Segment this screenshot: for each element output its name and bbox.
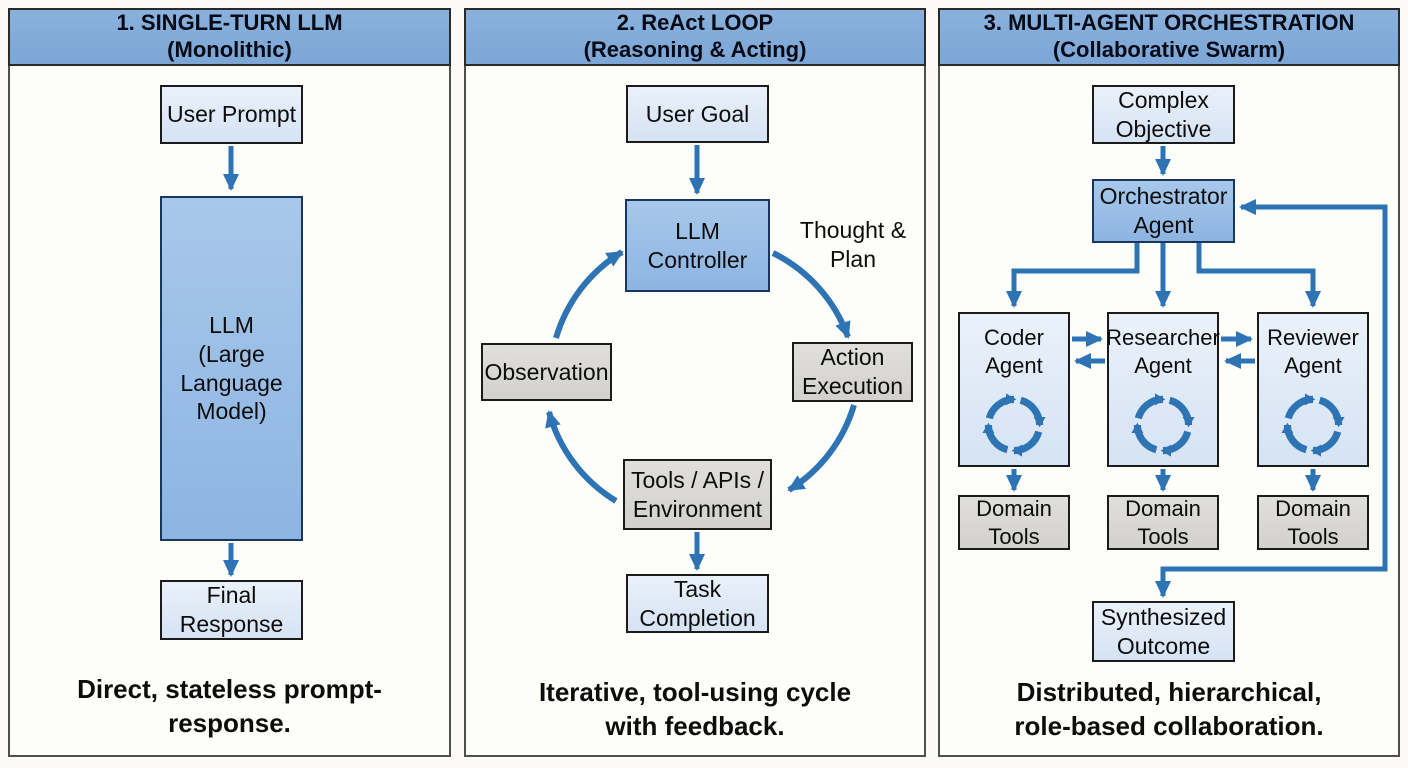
node-user-goal: User Goal bbox=[626, 85, 769, 143]
cycle-arrows-icon bbox=[1271, 385, 1355, 465]
panel-title-single-turn: 1. SINGLE-TURN LLM (Monolithic) bbox=[8, 8, 451, 66]
node-domain-tools-reviewer: Domain Tools bbox=[1257, 495, 1369, 550]
node-orchestrator-agent: Orchestrator Agent bbox=[1092, 179, 1235, 243]
node-reviewer-agent: Reviewer Agent bbox=[1257, 312, 1369, 467]
node-user-prompt: User Prompt bbox=[160, 85, 303, 144]
node-domain-tools-researcher: Domain Tools bbox=[1107, 495, 1219, 550]
panel-title-multi-agent: 3. MULTI-AGENT ORCHESTRATION (Collaborat… bbox=[938, 8, 1400, 66]
node-synthesized-outcome: Synthesized Outcome bbox=[1092, 601, 1235, 662]
node-domain-tools-coder: Domain Tools bbox=[958, 495, 1070, 550]
caption-multi-agent: Distributed, hierarchical, role-based co… bbox=[1014, 677, 1324, 742]
node-llm-controller: LLM Controller bbox=[625, 199, 770, 292]
node-tools-apis-environment: Tools / APIs / Environment bbox=[623, 459, 772, 530]
caption-react-loop: Iterative, tool-using cycle with feedbac… bbox=[538, 677, 852, 742]
cycle-arrows-icon bbox=[972, 385, 1056, 465]
node-action-execution: Action Execution bbox=[792, 342, 913, 402]
coder-agent-label: Coder Agent bbox=[984, 325, 1044, 378]
node-complex-objective: Complex Objective bbox=[1092, 85, 1235, 144]
caption-single-turn: Direct, stateless prompt- response. bbox=[77, 674, 382, 739]
node-observation: Observation bbox=[481, 343, 612, 401]
node-final-response: Final Response bbox=[160, 580, 303, 640]
cycle-arrows-icon bbox=[1121, 385, 1205, 465]
label-thought-and-plan: Thought & Plan bbox=[799, 217, 907, 272]
panel-title-react-loop: 2. ReAct LOOP (Reasoning & Acting) bbox=[464, 8, 926, 66]
node-llm: LLM (Large Language Model) bbox=[160, 196, 303, 541]
node-coder-agent: Coder Agent bbox=[958, 312, 1070, 467]
node-researcher-agent: Researcher Agent bbox=[1106, 312, 1220, 467]
reviewer-agent-label: Reviewer Agent bbox=[1267, 325, 1359, 378]
node-task-completion: Task Completion bbox=[626, 574, 769, 633]
researcher-agent-label: Researcher Agent bbox=[1106, 325, 1220, 378]
